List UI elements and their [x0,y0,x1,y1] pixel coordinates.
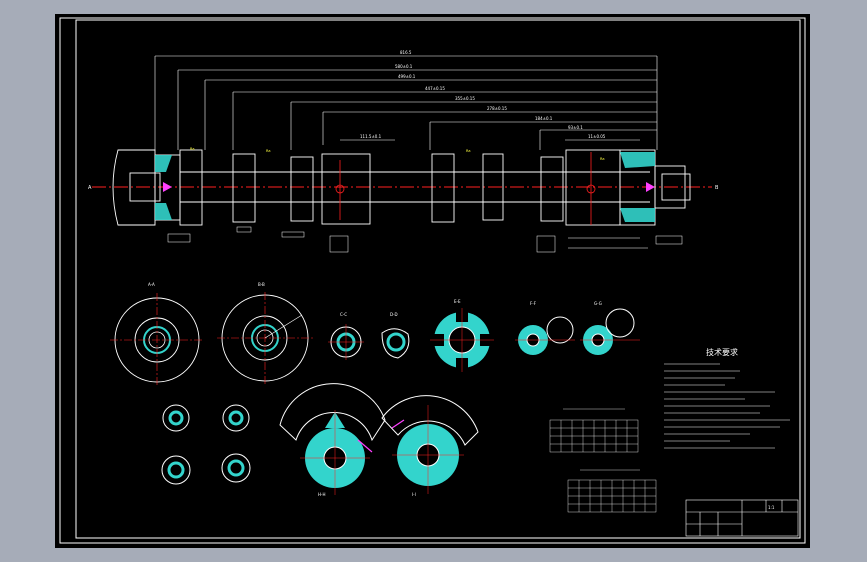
svg-text:11±0.05: 11±0.05 [588,134,606,139]
main-shaft-view: 816.5 580±0.1 499±0.1 447±0.15 355±0.15 … [88,50,719,253]
right-end-label: B [715,185,719,191]
gear-section-1: A-A [110,282,204,387]
cam-profile-2: I-I [381,395,479,497]
left-end-label: A [88,185,92,191]
gear-section-2: B-B [217,282,313,384]
param-table-2 [567,469,657,513]
tech-req-title: 技术要求 [706,347,738,357]
svg-text:Ra: Ra [466,149,471,153]
svg-text:G-G: G-G [594,301,602,306]
svg-text:E-E: E-E [454,299,461,304]
svg-text:F-F: F-F [530,301,537,306]
svg-text:A-A: A-A [148,282,155,287]
svg-text:I-I: I-I [412,492,416,497]
svg-text:816.5: 816.5 [400,50,412,55]
outer-border [59,17,806,544]
svg-text:C-C: C-C [340,312,347,317]
technical-requirements: 技术要求 [664,347,790,449]
svg-text:Ra: Ra [190,147,195,151]
svg-text:Ra: Ra [600,157,605,161]
cam-section-f: F-F [515,301,575,355]
title-block [685,499,799,537]
svg-text:499±0.1: 499±0.1 [398,74,416,79]
svg-text:355±0.15: 355±0.15 [455,96,475,101]
title-block-scale: 1:1 [768,505,775,510]
small-section-c: C-C [328,312,364,360]
svg-text:278±0.15: 278±0.15 [487,106,507,111]
inner-border [75,19,801,539]
svg-text:184±0.1: 184±0.1 [535,116,553,121]
svg-text:Ra: Ra [266,149,271,153]
svg-text:447±0.15: 447±0.15 [425,86,445,91]
cam-section-g: G-G [580,301,640,355]
cam-profile-1: H-H [279,383,386,497]
svg-text:111.5±0.1: 111.5±0.1 [360,134,382,139]
splined-section-e: E-E [430,299,494,372]
svg-text:H-H: H-H [318,492,325,497]
svg-text:D-D: D-D [390,312,398,317]
svg-text:93±0.1: 93±0.1 [568,125,583,130]
param-table-1 [549,408,639,453]
svg-text:B-B: B-B [258,282,265,287]
small-section-row2 [161,404,251,485]
small-section-d: D-D [381,312,410,359]
svg-text:580±0.1: 580±0.1 [395,64,413,69]
